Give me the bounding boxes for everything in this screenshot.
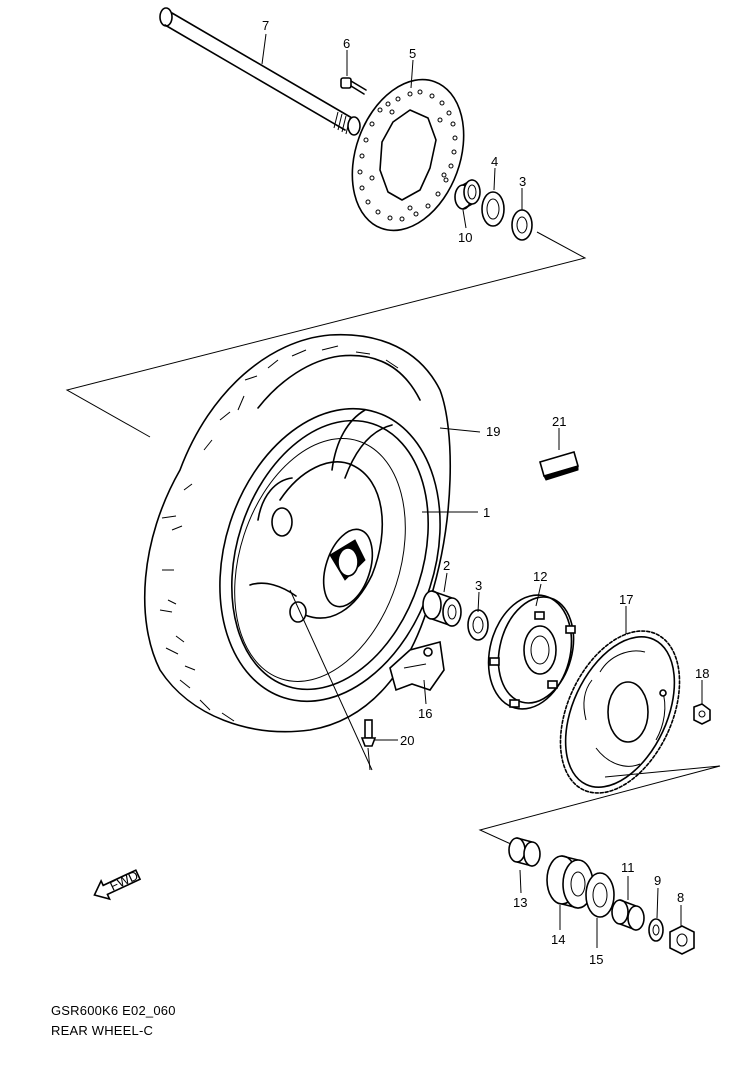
damper-bracket-part bbox=[389, 640, 445, 692]
callout-4: 4 bbox=[491, 154, 498, 169]
callout-17: 17 bbox=[619, 592, 633, 607]
callout-5: 5 bbox=[409, 46, 416, 61]
wheel-bearing-part bbox=[481, 191, 505, 227]
leader-lines bbox=[261, 33, 703, 948]
callout-6: 6 bbox=[343, 36, 350, 51]
callout-19: 19 bbox=[486, 424, 500, 439]
rear-wheel-rim-part bbox=[219, 407, 441, 703]
oil-seal-part bbox=[511, 209, 533, 241]
sprocket-nut-part bbox=[693, 703, 711, 725]
wheel-spacer-part bbox=[422, 590, 462, 627]
callout-11: 11 bbox=[621, 860, 635, 875]
callout-2: 2 bbox=[443, 558, 450, 573]
callout-20: 20 bbox=[400, 733, 414, 748]
callout-8: 8 bbox=[677, 890, 684, 905]
callout-16: 16 bbox=[418, 706, 432, 721]
callout-21: 21 bbox=[552, 414, 566, 429]
drum-seal-part bbox=[585, 872, 615, 918]
callout-12: 12 bbox=[533, 569, 547, 584]
rear-sprocket-part bbox=[559, 630, 681, 794]
fwd-label: FWD bbox=[107, 868, 140, 894]
axle-spacer-part bbox=[454, 179, 481, 210]
callout-7: 7 bbox=[262, 18, 269, 33]
collar-part bbox=[508, 837, 541, 867]
tire-valve-part bbox=[360, 719, 377, 771]
diagram-title: REAR WHEEL-C bbox=[51, 1023, 154, 1038]
callout-13: 13 bbox=[513, 895, 527, 910]
washer-part bbox=[648, 918, 664, 942]
callout-3b: 3 bbox=[475, 578, 482, 593]
diagram-code: GSR600K6 E02_060 bbox=[51, 1003, 176, 1018]
sprocket-drum-part bbox=[487, 594, 576, 710]
callout-15: 15 bbox=[589, 952, 603, 967]
callout-18: 18 bbox=[695, 666, 709, 681]
disc-bolt-part bbox=[340, 77, 367, 95]
fwd-arrow-icon: FWD bbox=[93, 868, 142, 901]
brake-disc-part bbox=[351, 78, 465, 232]
callout-9: 9 bbox=[654, 873, 661, 888]
callout-3a: 3 bbox=[519, 174, 526, 189]
axle-part bbox=[159, 7, 361, 136]
callout-14: 14 bbox=[551, 932, 565, 947]
callout-1: 1 bbox=[483, 505, 490, 520]
callout-10: 10 bbox=[458, 230, 472, 245]
axle-nut-part bbox=[669, 925, 695, 955]
drum-oil-seal-part bbox=[467, 609, 489, 641]
callout-labels: 7 6 5 4 3 10 19 21 1 2 3 12 17 18 16 20 … bbox=[262, 18, 709, 967]
drum-collar-part bbox=[611, 899, 645, 931]
balance-weight-part bbox=[539, 451, 579, 481]
